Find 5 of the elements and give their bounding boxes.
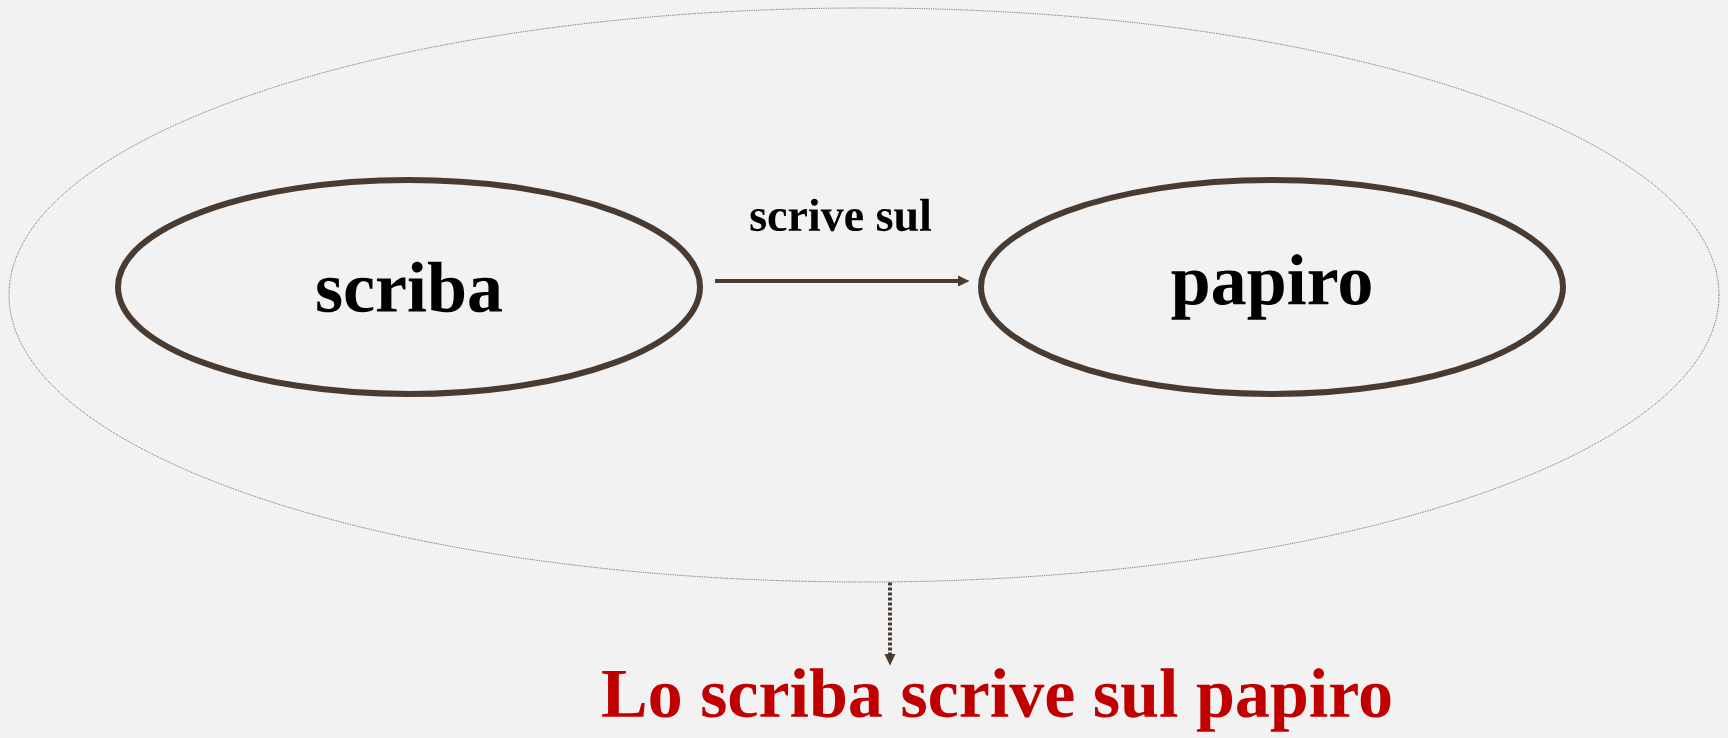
ellipse-node: papiro [978, 177, 1566, 397]
edge-label: scrive sul [747, 196, 934, 234]
conclusion-text: Lo scriba scrive sul papiro [602, 668, 1391, 732]
group-ellipse [8, 7, 1720, 583]
ellipse-node: scriba [115, 177, 703, 397]
